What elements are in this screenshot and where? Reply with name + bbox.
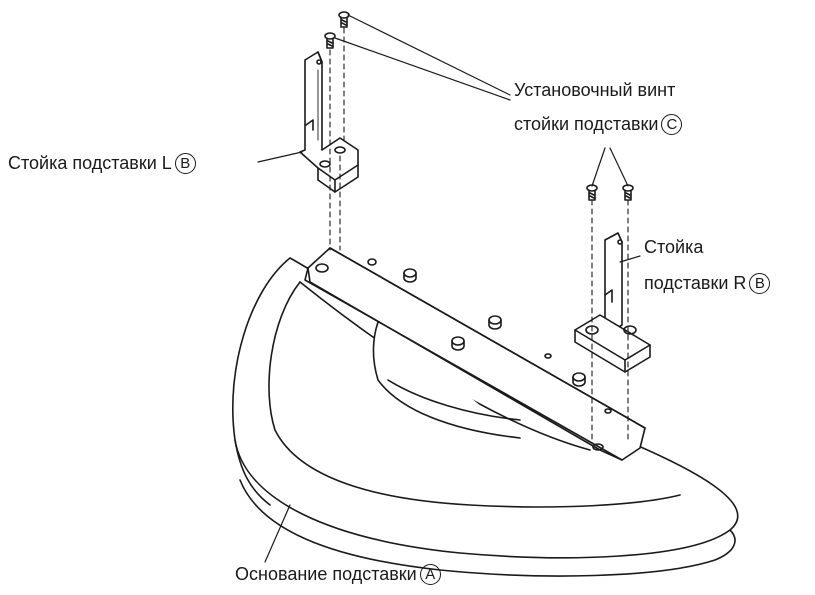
screw-label-line1: Установочный винт — [514, 80, 676, 100]
marker-a: A — [419, 563, 441, 585]
stand-base — [232, 257, 739, 577]
screw-icon — [324, 32, 336, 49]
stand-post-left — [299, 51, 359, 193]
post-right-label-line1: Стойка — [644, 237, 704, 257]
screw-label-text: стойки подставки — [514, 114, 659, 134]
post-right-label-text: подставки R — [644, 273, 747, 293]
stand-screws — [324, 11, 634, 201]
stand-post-right — [574, 232, 651, 373]
leader-lines — [257, 14, 641, 563]
base-label-text: Основание подставки — [235, 564, 417, 584]
assembly-guides — [329, 27, 629, 441]
mounting-plate — [304, 247, 646, 461]
marker-b-left: B — [174, 152, 196, 174]
marker-b-right: B — [749, 272, 771, 294]
screw-icon — [338, 11, 350, 28]
post-left-label-text: Стойка подставки L — [8, 153, 172, 173]
screw-icon — [586, 184, 598, 201]
screw-icon — [622, 184, 634, 201]
marker-c: C — [661, 113, 683, 135]
